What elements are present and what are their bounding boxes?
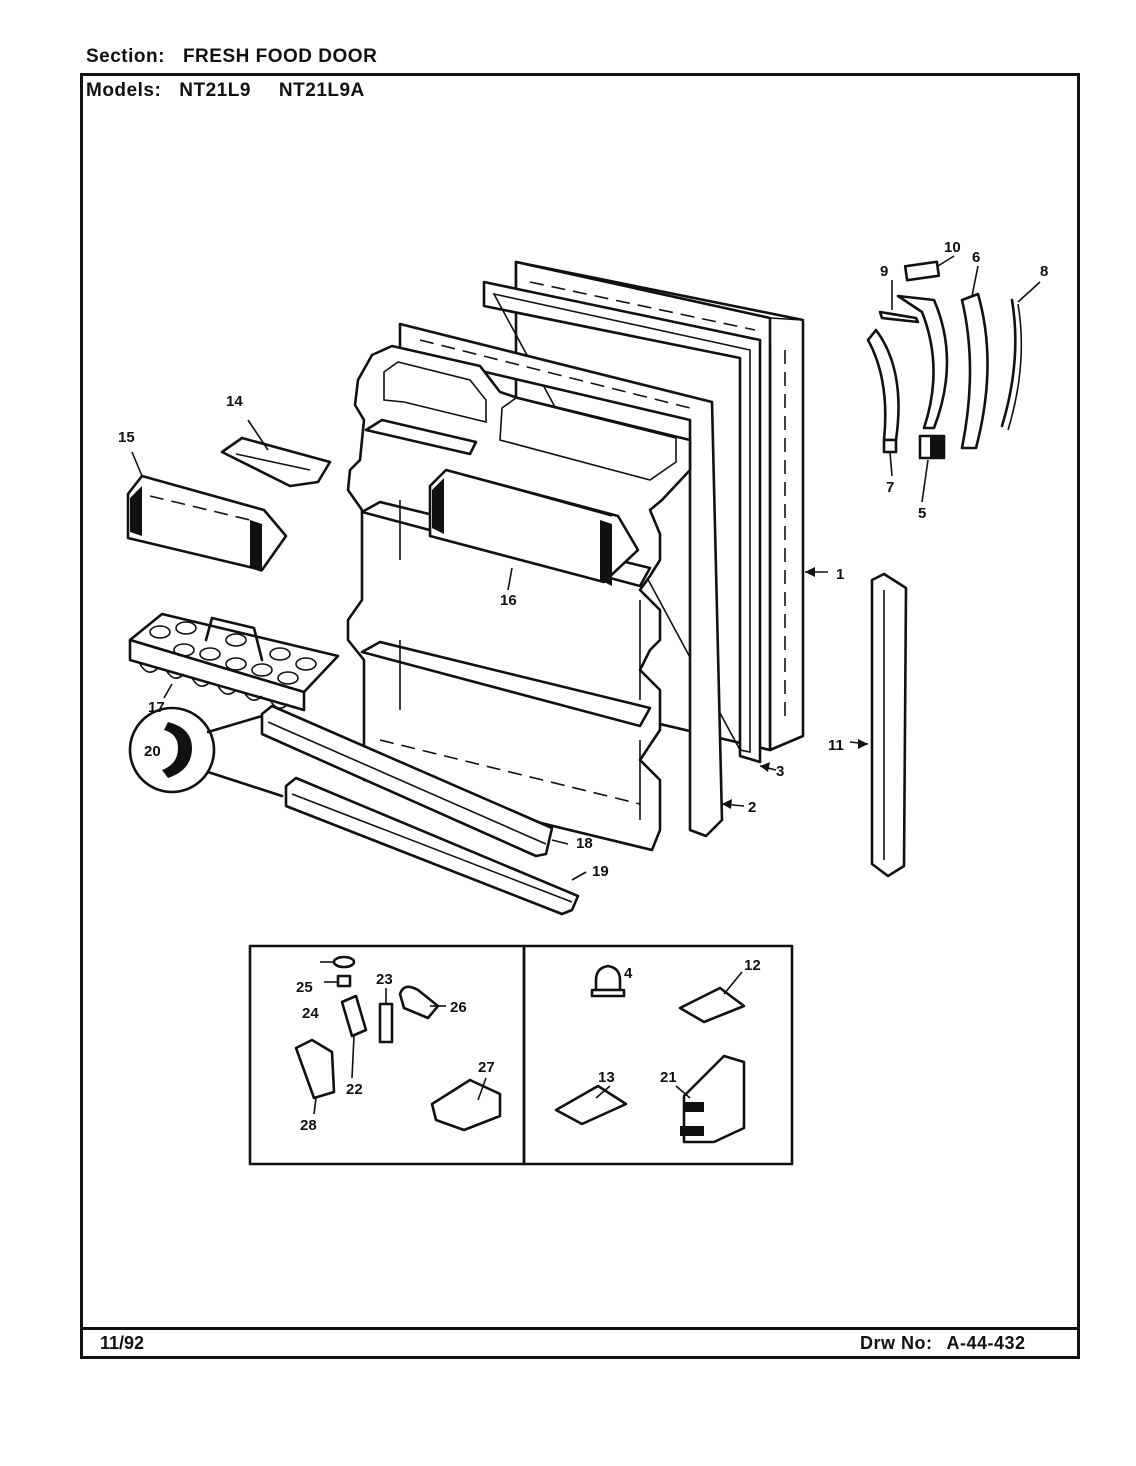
hardware-box-left xyxy=(248,944,794,1166)
callout-24: 24 xyxy=(302,1005,319,1022)
callout-17: 17 xyxy=(148,699,165,716)
callout-4: 4 xyxy=(624,965,633,982)
callout-13: 13 xyxy=(598,1069,615,1086)
part-28-bracket xyxy=(294,1038,336,1100)
callout-16: 16 xyxy=(500,592,517,609)
part-8-handle-trim xyxy=(1000,298,1023,431)
part-25-washer xyxy=(332,955,356,969)
part-10-tag xyxy=(903,260,941,282)
part-26-hinge xyxy=(398,985,440,1020)
part-14-dairy-cover xyxy=(220,436,332,488)
drawing-date: 11/92 xyxy=(100,1333,145,1353)
model-2: NT21L9A xyxy=(278,80,365,101)
section-label: Section: xyxy=(86,46,165,67)
models-header: Models: NT21L9 NT21L9A xyxy=(86,80,365,102)
callout-21: 21 xyxy=(660,1069,677,1086)
drawing-number-block: Drw No: A-44-432 xyxy=(860,1333,1026,1354)
models-label: Models: xyxy=(86,80,162,101)
part-18-trim xyxy=(260,704,554,858)
part-27-hinge-plate xyxy=(430,1078,502,1132)
drawing-frame xyxy=(80,73,1080,1359)
callout-labels: 1 2 3 4 5 6 7 8 9 10 11 12 13 14 15 16 1… xyxy=(118,239,1048,1134)
part-9-bracket xyxy=(878,310,920,324)
part-5-handle-arm xyxy=(896,294,949,460)
part-12-clip xyxy=(678,986,746,1024)
part-22-hinge-block xyxy=(340,994,368,1038)
leader-lines xyxy=(131,255,1041,1115)
part-2-door-liner xyxy=(346,322,745,852)
part-13-clip xyxy=(554,1084,628,1126)
callout-1: 1 xyxy=(836,566,844,583)
model-1: NT21L9 xyxy=(179,80,251,101)
callout-3: 3 xyxy=(776,763,784,780)
part-7-handle-arm xyxy=(866,328,900,454)
callout-26: 26 xyxy=(450,999,467,1016)
callout-18: 18 xyxy=(576,835,593,852)
callout-2: 2 xyxy=(748,799,756,816)
section-header: Section: FRESH FOOD DOOR xyxy=(86,46,377,68)
callout-11: 11 xyxy=(828,737,844,754)
section-value: FRESH FOOD DOOR xyxy=(182,46,378,67)
callout-10: 10 xyxy=(944,239,961,256)
callout-9: 9 xyxy=(880,263,888,280)
part-24-spacer xyxy=(336,974,352,988)
part-23-pin xyxy=(378,1002,394,1044)
drawing-number-label: Drw No: xyxy=(860,1333,933,1353)
footer-divider xyxy=(80,1327,1080,1330)
part-19-trim xyxy=(284,776,580,916)
callout-22: 22 xyxy=(346,1081,363,1098)
part-17-egg-tray xyxy=(128,612,340,712)
part-11-strip xyxy=(849,572,908,878)
part-6-handle-strip xyxy=(960,292,989,450)
callout-7: 7 xyxy=(886,479,894,496)
callout-20: 20 xyxy=(144,743,161,760)
callout-8: 8 xyxy=(1040,263,1048,280)
drawing-number: A-44-432 xyxy=(946,1333,1026,1353)
callout-12: 12 xyxy=(744,957,761,974)
part-16-shelf-bin xyxy=(428,468,640,591)
part-20-detail xyxy=(128,706,284,798)
callout-25: 25 xyxy=(296,979,313,996)
part-3-gasket xyxy=(482,280,777,772)
part-15-dairy-bin xyxy=(126,474,288,572)
callout-28: 28 xyxy=(300,1117,317,1134)
part-4-bushing xyxy=(590,964,626,998)
callout-15: 15 xyxy=(118,429,135,446)
callout-5: 5 xyxy=(918,505,926,522)
callout-19: 19 xyxy=(592,863,609,880)
callout-27: 27 xyxy=(478,1059,495,1076)
callout-23: 23 xyxy=(376,971,393,988)
callout-14: 14 xyxy=(226,393,243,410)
callout-6: 6 xyxy=(972,249,980,266)
part-21-bracket xyxy=(680,1054,746,1144)
